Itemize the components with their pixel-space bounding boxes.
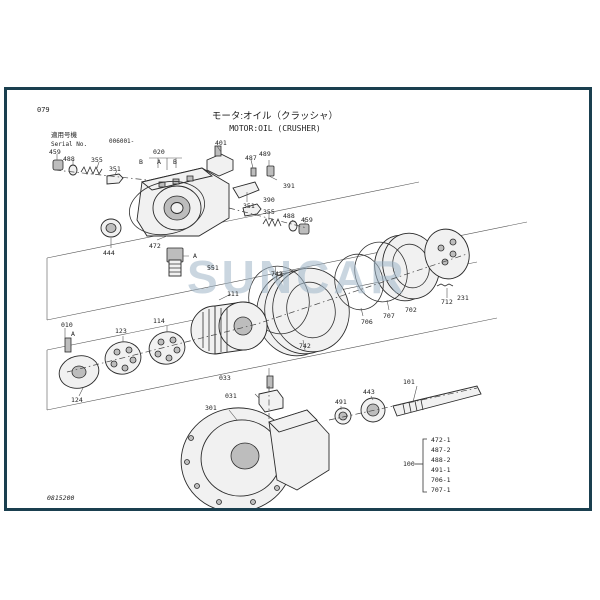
callout-101: 101 <box>403 378 415 386</box>
axis-line <box>328 387 478 421</box>
callout-743: 743 <box>271 270 283 278</box>
callout-355: 355 <box>91 156 103 164</box>
callout-351: 351 <box>243 202 255 210</box>
exploded-parts-diagram: 079 モータ:オイル（クラッシャ） MOTOR:OIL (CRUSHER) 適… <box>37 106 528 508</box>
o-ring <box>129 180 205 236</box>
callout-488: 488 <box>283 212 295 220</box>
kit-label: 100 <box>403 460 415 468</box>
callout-702: 702 <box>405 306 417 314</box>
kit-item: 472-1 <box>431 436 451 444</box>
callout-706: 706 <box>361 318 373 326</box>
kit-item: 706-1 <box>431 476 451 484</box>
callout-033: 033 <box>219 374 231 382</box>
bearing-444 <box>100 218 122 238</box>
bearing-443 <box>360 397 386 423</box>
retainer-124 <box>58 355 100 389</box>
callout-letter-a: A <box>157 158 161 166</box>
serial-label-japanese: 適用号機 <box>51 130 78 139</box>
callout-123: 123 <box>115 327 127 335</box>
plug-033 <box>266 375 274 389</box>
callout-487: 487 <box>245 154 257 162</box>
ring-706 <box>334 253 384 311</box>
kit-item: 487-2 <box>431 446 451 454</box>
callout-010: 010 <box>61 321 73 329</box>
leader-lines <box>56 145 448 421</box>
section-line <box>46 181 420 259</box>
callout-444: 444 <box>103 249 115 257</box>
callout-letter-b: B <box>173 158 177 166</box>
callout-031: 031 <box>225 392 237 400</box>
plug-489 <box>266 165 275 177</box>
o-ring-488-left <box>68 164 78 176</box>
footer-code: 0815200 <box>47 494 74 502</box>
callout-742: 742 <box>299 342 311 350</box>
callout-letter-a: A <box>193 252 197 260</box>
callout-551: 551 <box>207 264 219 272</box>
plug-459-right <box>298 223 310 235</box>
friction-plates-742 <box>256 267 350 357</box>
callout-114: 114 <box>153 317 165 325</box>
valve-390 <box>232 181 260 199</box>
callout-472: 472 <box>149 242 161 250</box>
callout-355: 355 <box>263 208 275 216</box>
kit-item: 491-1 <box>431 466 451 474</box>
kit-bracket <box>422 438 427 493</box>
callout-301: 301 <box>205 404 217 412</box>
kit-list: 100 472-1 487-2 488-2 491-1 706-1 707-1 <box>403 436 451 494</box>
callout-391: 391 <box>283 182 295 190</box>
callout-712: 712 <box>441 298 453 306</box>
o-ring-488-right <box>288 220 298 232</box>
callout-124: 124 <box>71 396 83 404</box>
callout-390: 390 <box>263 196 275 204</box>
callout-111: 111 <box>227 290 239 298</box>
plug-459-left <box>52 159 64 171</box>
callout-401: 401 <box>215 139 227 147</box>
spherical-bush-114 <box>148 331 186 365</box>
axis-line <box>54 169 148 181</box>
title-english: MOTOR:OIL (CRUSHER) <box>229 124 321 133</box>
callout-020: 020 <box>153 148 165 156</box>
callout-231: 231 <box>457 294 469 302</box>
watermark: SUNCAR <box>187 251 408 303</box>
callout-351: 351 <box>109 165 121 173</box>
callout-letter-b: B <box>139 158 143 166</box>
spring-355-right <box>262 217 282 228</box>
callout-489: 489 <box>259 150 271 158</box>
callout-443: 443 <box>363 388 375 396</box>
relief-valve-551 <box>166 247 184 277</box>
spring-355-left <box>80 165 103 176</box>
callout-459: 459 <box>301 216 313 224</box>
valve-block-031 <box>258 389 284 413</box>
title-japanese: モータ:オイル（クラッシャ） <box>212 110 338 122</box>
valve-casing <box>136 167 230 237</box>
page-number: 079 <box>37 106 50 114</box>
seal-491 <box>334 407 352 425</box>
valve-plate-231 <box>424 228 470 280</box>
section-line <box>46 317 498 411</box>
pin-712 <box>436 283 454 287</box>
serial-label-english: Serial No. <box>51 141 87 148</box>
drive-shaft-101 <box>392 385 482 417</box>
callout-707: 707 <box>383 312 395 320</box>
callout-491: 491 <box>335 398 347 406</box>
kit-item: 488-2 <box>431 456 451 464</box>
plug-487 <box>250 167 257 177</box>
callout-459: 459 <box>49 148 61 156</box>
poppet-351-left <box>106 173 124 185</box>
callout-letter-a: A <box>71 330 75 338</box>
plunger-010 <box>64 337 72 353</box>
kit-item: 707-1 <box>431 486 451 494</box>
housing-301 <box>180 407 330 508</box>
callout-488: 488 <box>63 155 75 163</box>
serial-value: 006001- <box>109 138 134 145</box>
cover-401 <box>206 145 234 177</box>
cylinder-block-111 <box>190 301 268 355</box>
diagram-frame: 079 モータ:オイル（クラッシャ） MOTOR:OIL (CRUSHER) 適… <box>4 87 592 511</box>
ring-707 <box>354 241 408 303</box>
